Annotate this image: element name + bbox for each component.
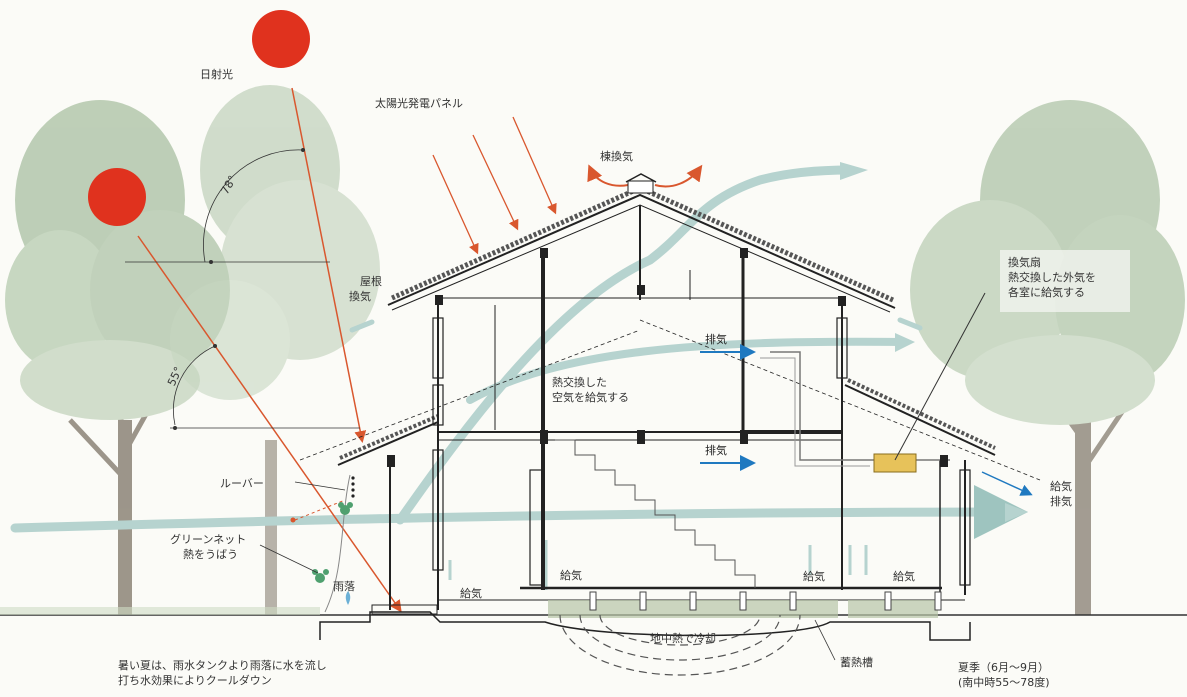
louver-leader xyxy=(294,481,346,491)
geothermal-arcs xyxy=(559,614,801,676)
airflow-head-bottom xyxy=(1005,503,1028,522)
label-rain-chain: 雨落 xyxy=(333,580,355,593)
sun-low-icon xyxy=(88,168,146,226)
label-green-net-1: グリーンネット xyxy=(170,532,246,546)
angle-dot-3 xyxy=(209,260,213,264)
label-eave-vent-1: 屋根 xyxy=(360,274,382,288)
footnote-line-2: 打ち水効果によりクールダウン xyxy=(118,673,272,687)
label-solar-panel: 太陽光発電パネル xyxy=(375,96,463,110)
season-line-2: (南中時55〜78度) xyxy=(958,675,1050,689)
supply-up-arrows xyxy=(448,540,868,590)
fan-leader-line xyxy=(894,292,986,461)
label-supply-exhaust-2: 排気 xyxy=(1050,494,1072,508)
column-accents xyxy=(387,248,948,467)
supply-exhaust-arrow xyxy=(981,471,1033,496)
label-fan-3: 各室に給気する xyxy=(1008,285,1085,299)
solar-panel-rays xyxy=(432,116,557,255)
label-heat-exchange-1: 熱交換した xyxy=(552,375,607,389)
airflow-head-top xyxy=(840,162,868,180)
label-sunlight: 日射光 xyxy=(200,67,233,81)
label-thermal-storage: 蓄熱槽 xyxy=(840,656,873,669)
label-fan-2: 熱交換した外気を xyxy=(1008,270,1096,284)
label-ridge-vent: 棟換気 xyxy=(600,149,633,163)
angle-dot-2 xyxy=(213,344,217,348)
ventilation-fan-box xyxy=(873,453,917,473)
sun-ray-high xyxy=(291,87,367,443)
tree-right xyxy=(910,100,1185,615)
angle-guides xyxy=(125,149,360,429)
label-supply-1: 給気 xyxy=(460,586,482,600)
ridge-vent-arrow-right xyxy=(654,164,703,188)
label-exhaust-lower: 排気 xyxy=(705,443,727,457)
label-geothermal: 地中熱で冷却 xyxy=(650,632,716,645)
label-supply-exhaust-1: 給気 xyxy=(1050,479,1072,493)
angle-dot-4 xyxy=(173,426,177,430)
footnote-line-1: 暑い夏は、雨水タンクより雨落に水を流し xyxy=(118,658,327,672)
rain-drop-icon xyxy=(345,591,351,605)
green-net-leader xyxy=(259,544,319,574)
thermal-storage-tank-2 xyxy=(848,600,938,618)
sun-ray-low xyxy=(137,235,402,613)
storage-posts xyxy=(589,591,942,611)
airflow-head-mid xyxy=(895,333,915,352)
label-green-net-2: 熱をうばう xyxy=(183,548,238,561)
label-louver: ルーバー xyxy=(220,477,264,490)
louver-dots xyxy=(351,476,355,498)
grass-strip xyxy=(0,607,320,615)
louver-reflect-dot xyxy=(290,517,296,523)
ridge-vent-arrow-left xyxy=(587,164,629,187)
house-structure xyxy=(299,173,1041,641)
label-exhaust-upper: 排気 xyxy=(705,332,727,346)
storage-leader xyxy=(814,619,836,661)
fan-callout-box xyxy=(1000,250,1130,312)
label-supply-2: 給気 xyxy=(560,568,582,582)
label-eave-vent-2: 換気 xyxy=(349,289,371,303)
tree-left-2 xyxy=(170,85,380,615)
label-supply-3: 給気 xyxy=(803,569,825,583)
louver-reflect xyxy=(294,499,346,521)
tree-left-1 xyxy=(5,100,230,615)
airflow-streams xyxy=(10,165,1028,540)
sun-high-icon xyxy=(252,10,310,68)
label-heat-exchange-2: 空気を給気する xyxy=(552,390,629,404)
label-fan-1: 換気扇 xyxy=(1008,255,1041,269)
angle-dot-1 xyxy=(301,148,305,152)
label-supply-4: 給気 xyxy=(893,569,915,583)
green-net-leaf-icon xyxy=(338,502,353,515)
season-line-1: 夏季（6月〜9月） xyxy=(958,661,1049,674)
